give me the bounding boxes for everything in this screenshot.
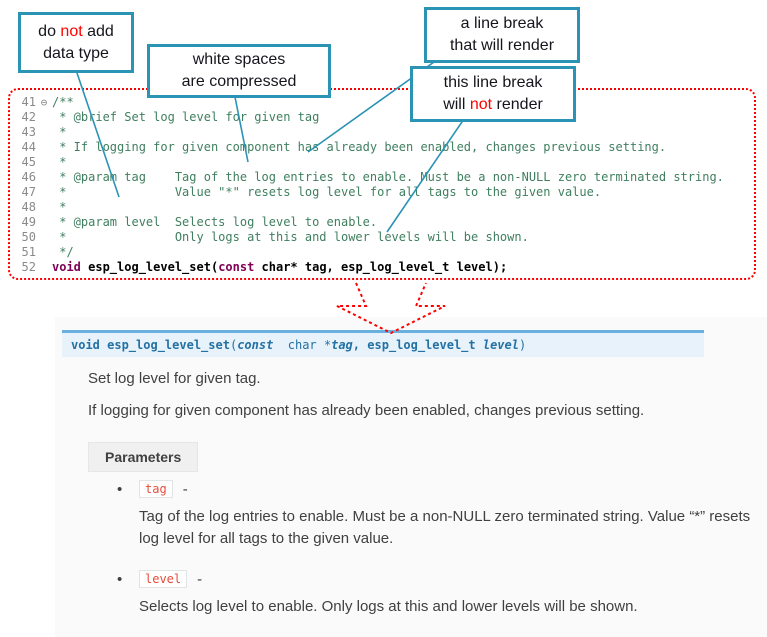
sig-paren-close: ) — [518, 338, 527, 352]
callout-linebreak-not-render: this line break will not render — [410, 66, 576, 122]
callout-line: this line break — [443, 74, 543, 92]
rendered-doc-panel: void esp_log_level_set(const char *tag, … — [55, 317, 767, 637]
line-number: 49 — [21, 215, 36, 229]
callout-linebreak-renders: a line break that will render — [424, 7, 580, 63]
param-item-tag: • tag - Tag of the log entries to enable… — [117, 480, 764, 550]
code-text: * @brief Set log level for given tag — [52, 110, 320, 124]
line-number: 45 — [21, 155, 36, 169]
doc-detail: If logging for given component has alrea… — [88, 402, 645, 419]
sig-const: const — [237, 338, 274, 352]
line-number: 41 — [21, 95, 36, 109]
sig-paren: ( — [229, 338, 238, 352]
fold-gutter — [36, 125, 52, 140]
function-signature: void esp_log_level_set(const char *tag, … — [62, 330, 704, 357]
keyword-void: void — [52, 260, 89, 274]
code-text: * If logging for given component has alr… — [52, 140, 667, 154]
param-head: • tag - — [117, 480, 764, 498]
fold-gutter — [36, 170, 52, 185]
paren: ( — [210, 260, 219, 274]
code-text: * — [52, 200, 67, 214]
line-number: 51 — [21, 245, 36, 259]
callout-no-datatype: do not add data type — [18, 12, 134, 73]
function-args: char* tag, esp_log_level_t level); — [254, 260, 508, 274]
line-number: 47 — [21, 185, 36, 199]
code-text: void esp_log_level_set(const char* tag, … — [52, 260, 507, 275]
sig-param-tag: tag — [331, 338, 353, 352]
line-number: 52 — [21, 260, 36, 274]
code-line: 47 * Value "*" resets log level for all … — [10, 185, 754, 200]
code-line: 50 * Only logs at this and lower levels … — [10, 230, 754, 245]
callout-line: that will render — [449, 37, 555, 54]
code-editor[interactable]: 41 ⊖ /** 42 * @brief Set log level for giv… — [8, 88, 756, 280]
line-number: 50 — [21, 230, 36, 244]
param-dash: - — [197, 570, 203, 588]
parameters-label: Parameters — [88, 442, 199, 472]
fold-gutter — [36, 140, 52, 155]
code-line: 44 * If logging for given component has … — [10, 140, 754, 155]
code-text: /** — [52, 95, 74, 109]
sig-return-type: void — [71, 338, 108, 352]
sig-function-name: esp_log_level_set — [107, 338, 230, 352]
param-description: Tag of the log entries to enable. Must b… — [139, 508, 751, 547]
param-item-level: • level - Selects log level to enable. O… — [117, 570, 638, 618]
keyword-const: const — [218, 260, 255, 274]
function-name: esp_log_level_set — [88, 260, 211, 274]
code-text: * Value "*" resets log level for all tag… — [52, 185, 602, 199]
fold-gutter — [36, 110, 52, 125]
param-head: • level - — [117, 570, 638, 588]
fold-gutter — [36, 215, 52, 230]
line-number: 42 — [21, 110, 36, 124]
callout-line: are compressed — [181, 73, 297, 90]
sig-param-level: level — [482, 338, 519, 352]
code-line: 46 * @param tag Tag of the log entries t… — [10, 170, 754, 185]
callout-line: a line break — [460, 15, 544, 33]
line-number: 44 — [21, 140, 36, 154]
code-line: 42 * @brief Set log level for given tag — [10, 110, 754, 125]
line-number: 46 — [21, 170, 36, 184]
code-text: * — [52, 125, 67, 139]
code-text: * Only logs at this and lower levels wil… — [52, 230, 529, 244]
code-text: * @param tag Tag of the log entries to e… — [52, 170, 724, 184]
fold-gutter — [36, 200, 52, 215]
line-number: 43 — [21, 125, 36, 139]
fold-gutter — [36, 260, 52, 275]
bullet-icon: • — [117, 480, 123, 498]
fold-gutter — [36, 155, 52, 170]
callout-line: do not add — [38, 22, 114, 40]
code-line: 51 */ — [10, 245, 754, 260]
param-name-literal: tag — [139, 480, 173, 498]
sig-type: char * — [273, 338, 332, 352]
doc-brief: Set log level for given tag. — [88, 370, 261, 387]
code-line: 49 * @param level Selects log level to e… — [10, 215, 754, 230]
code-line: 43 * — [10, 125, 754, 140]
fold-gutter — [36, 245, 52, 260]
sig-type2: , esp_log_level_t — [352, 338, 483, 352]
fold-gutter — [36, 185, 52, 200]
code-line: 48 * — [10, 200, 754, 215]
fold-icon[interactable]: ⊖ — [40, 96, 48, 109]
fold-gutter — [36, 230, 52, 245]
callout-whitespace-compressed: white spaces are compressed — [147, 44, 331, 98]
callout-line: white spaces — [192, 51, 286, 69]
bullet-icon: • — [117, 570, 123, 588]
code-text: */ — [52, 245, 74, 259]
line-number: 48 — [21, 200, 36, 214]
param-name-literal: level — [139, 570, 188, 588]
code-text: * @param level Selects log level to enab… — [52, 215, 378, 229]
code-line: 41 ⊖ /** — [10, 95, 754, 110]
callout-line: data type — [43, 44, 109, 62]
code-line-declaration: 52 void esp_log_level_set(const char* tag… — [10, 260, 754, 275]
code-line: 45 * — [10, 155, 754, 170]
param-description: Selects log level to enable. Only logs a… — [139, 598, 638, 615]
callout-line: will not render — [443, 96, 543, 113]
code-text: * — [52, 155, 67, 169]
param-dash: - — [182, 480, 188, 498]
